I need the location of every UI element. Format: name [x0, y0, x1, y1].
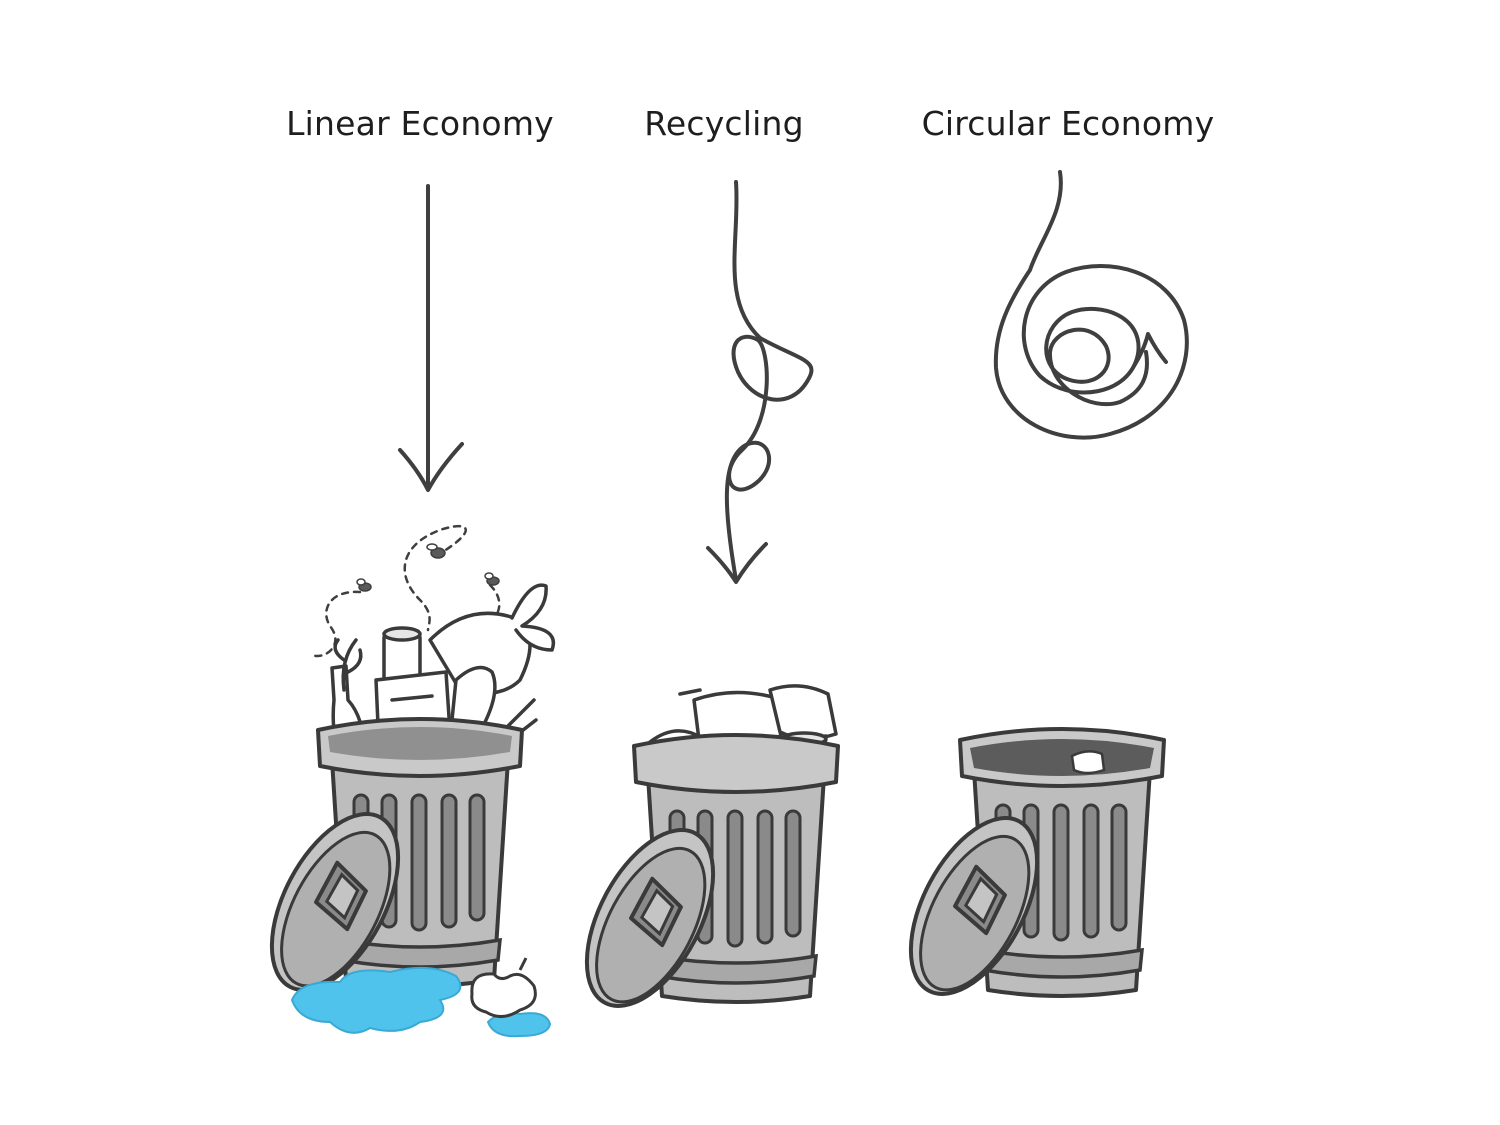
- linear-economy-column: [243, 184, 556, 1038]
- recycling-column: [558, 180, 840, 1029]
- trash-bin-icon: [958, 727, 1166, 998]
- loop-arrow-icon: [706, 180, 814, 584]
- spiral-arrow-icon: [993, 170, 1189, 440]
- circular-economy-column: [882, 170, 1189, 1017]
- trash-bin-icon: [316, 717, 524, 988]
- label-linear-economy: Linear Economy: [286, 104, 554, 143]
- puddle-icon: [290, 966, 552, 1038]
- label-recycling: Recycling: [644, 104, 804, 143]
- apple-core-icon: [470, 957, 537, 1018]
- down-arrow-icon: [398, 184, 464, 492]
- fly-icon: [356, 543, 500, 592]
- label-circular-economy: Circular Economy: [921, 104, 1215, 143]
